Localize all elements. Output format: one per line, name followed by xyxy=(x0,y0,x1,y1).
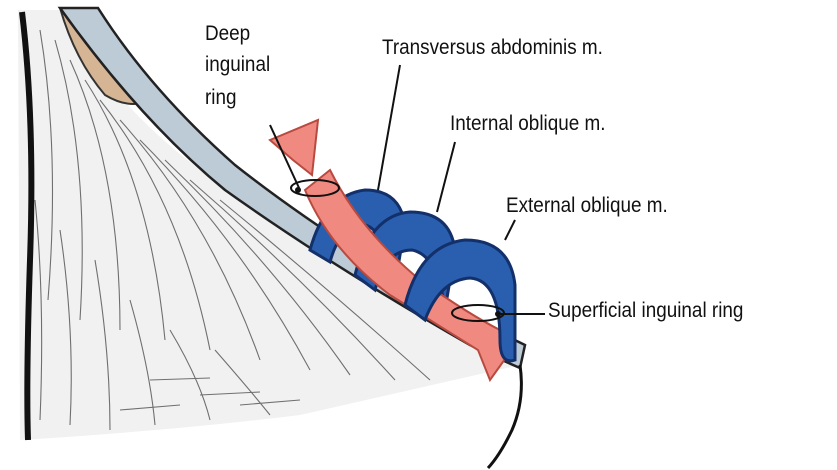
deep-ring-dot xyxy=(295,187,301,193)
spermatic-cord-tail xyxy=(488,365,521,468)
label-deep-ring-line2: inguinal xyxy=(205,51,270,79)
label-external-oblique: External oblique m. xyxy=(506,192,668,220)
label-internal-oblique: Internal oblique m. xyxy=(450,110,606,138)
label-deep-ring-line1: Deep xyxy=(205,20,250,48)
external-oblique-leader xyxy=(505,220,515,240)
superficial-ring-dot xyxy=(495,311,501,317)
label-transversus: Transversus abdominis m. xyxy=(382,34,603,62)
label-deep-ring-line3: ring xyxy=(205,84,237,112)
label-superficial-ring: Superficial inguinal ring xyxy=(548,297,743,325)
transversus-leader xyxy=(378,65,400,190)
internal-oblique-leader xyxy=(437,142,455,212)
